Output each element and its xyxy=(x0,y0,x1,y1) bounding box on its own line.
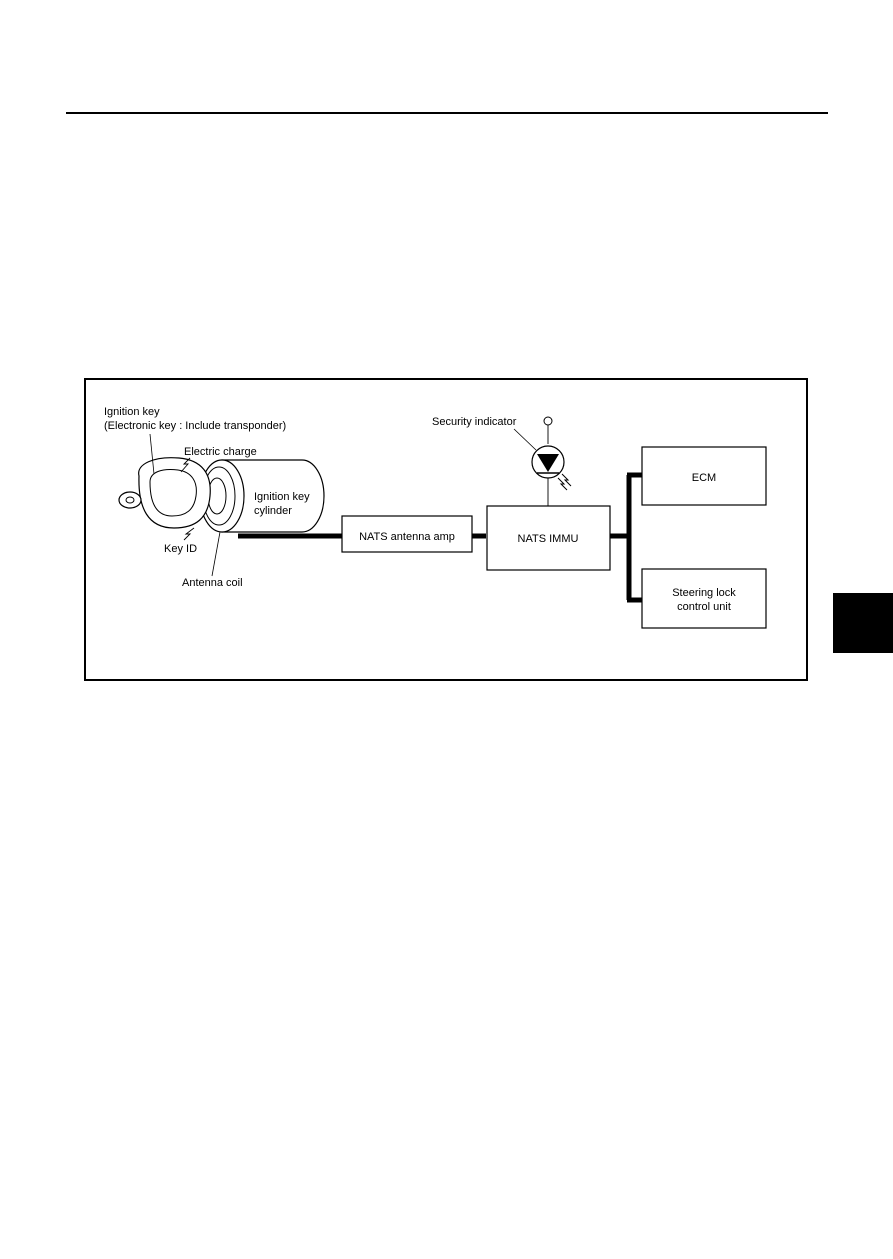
box-label-immu: NATS IMMU xyxy=(518,533,579,545)
light-emission-icon xyxy=(557,473,572,491)
ignition-key xyxy=(118,457,211,529)
label-antenna-coil: Antenna coil xyxy=(182,577,243,589)
box-nats-antenna-amp: NATS antenna amp xyxy=(341,515,473,553)
leader-antenna-coil xyxy=(211,531,221,577)
ignition-key-cylinder xyxy=(199,459,325,533)
leader-ignition-key xyxy=(149,433,155,475)
box-label-steering-2: control unit xyxy=(677,601,731,613)
leader-security-indicator xyxy=(513,428,537,451)
box-label-steering-1: Steering lock xyxy=(672,587,736,599)
electric-charge-arrow-icon xyxy=(180,457,191,473)
label-ignition-key-1: Ignition key xyxy=(104,406,160,418)
box-nats-immu: NATS IMMU xyxy=(486,505,611,571)
label-security-indicator: Security indicator xyxy=(432,416,517,428)
key-id-arrow-icon xyxy=(183,527,195,541)
label-cylinder-2: cylinder xyxy=(254,505,292,517)
box-label-ecm: ECM xyxy=(692,472,716,484)
led-diode-icon xyxy=(537,454,559,472)
box-label-antenna-amp: NATS antenna amp xyxy=(359,531,455,543)
box-steering-lock-control-unit: Steering lock control unit xyxy=(641,568,767,629)
label-electric-charge: Electric charge xyxy=(184,446,257,458)
section-tab-marker xyxy=(833,593,893,653)
nats-system-diagram: Ignition key (Electronic key : Include t… xyxy=(104,406,767,629)
label-key-id: Key ID xyxy=(164,543,197,555)
box-ecm: ECM xyxy=(641,446,767,506)
figure-frame xyxy=(84,378,808,681)
header-rule xyxy=(66,112,828,114)
label-ignition-key-2: (Electronic key : Include transponder) xyxy=(104,420,286,432)
label-cylinder-1: Ignition key xyxy=(254,491,310,503)
wiring xyxy=(238,472,642,603)
security-indicator xyxy=(531,416,572,506)
